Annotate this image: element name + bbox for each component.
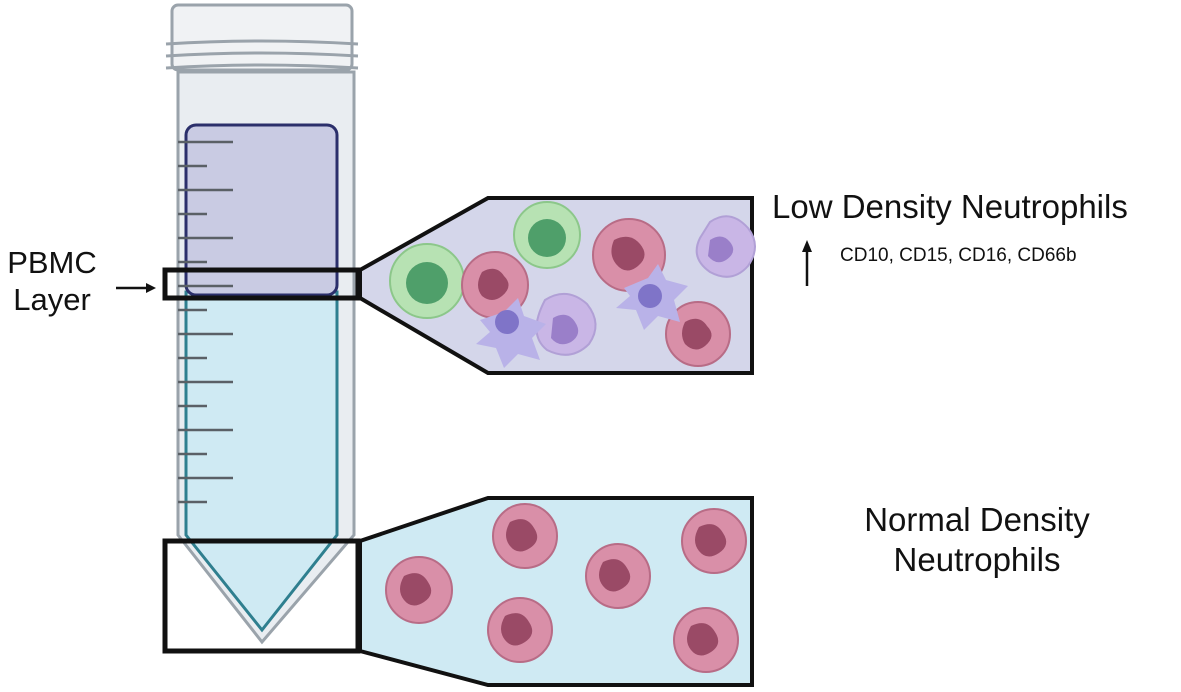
neutrophil-cell (673, 607, 739, 673)
pbmc-label-line1: PBMC (7, 245, 97, 280)
neutrophil-cell (585, 543, 651, 609)
neutrophil-cell (492, 503, 558, 569)
monocyte-cell (535, 293, 597, 356)
pbmc-label-line2: Layer (13, 282, 91, 317)
centrifuge-tube (165, 3, 359, 645)
neutrophil-cell (592, 218, 666, 292)
marker-list: CD10, CD15, CD16, CD66b (840, 245, 1077, 266)
normal-density-line2: Neutrophils (893, 541, 1061, 578)
dendritic-cell (616, 264, 688, 330)
normal-density-line1: Normal Density (864, 501, 1090, 538)
monocyte-cell (695, 215, 756, 278)
graduation-marks (178, 140, 233, 504)
neutrophil-cell (665, 301, 731, 367)
neutrophil-cell (461, 251, 529, 319)
dendritic-cell (476, 298, 546, 368)
lymphocyte-cell (389, 243, 465, 319)
tube-cap-threads (170, 3, 354, 72)
pbmc-layer-label: PBMC Layer (0, 244, 104, 318)
neutrophil-cell (681, 508, 747, 574)
tube-thread-3 (165, 63, 359, 70)
pbmc-arrow (116, 283, 156, 293)
tube-thread-1 (165, 39, 359, 46)
normal-density-title: Normal Density Neutrophils (836, 500, 1118, 580)
plasma-layer (184, 123, 339, 297)
normal-density-panel (358, 496, 754, 687)
lymphocyte-cell (513, 201, 581, 269)
up-arrow-icon (802, 240, 812, 286)
neutrophil-cell (487, 597, 553, 663)
low-density-title: Low Density Neutrophils (772, 188, 1128, 225)
neutrophil-cell (385, 556, 453, 624)
tube-thread-2 (165, 51, 359, 58)
